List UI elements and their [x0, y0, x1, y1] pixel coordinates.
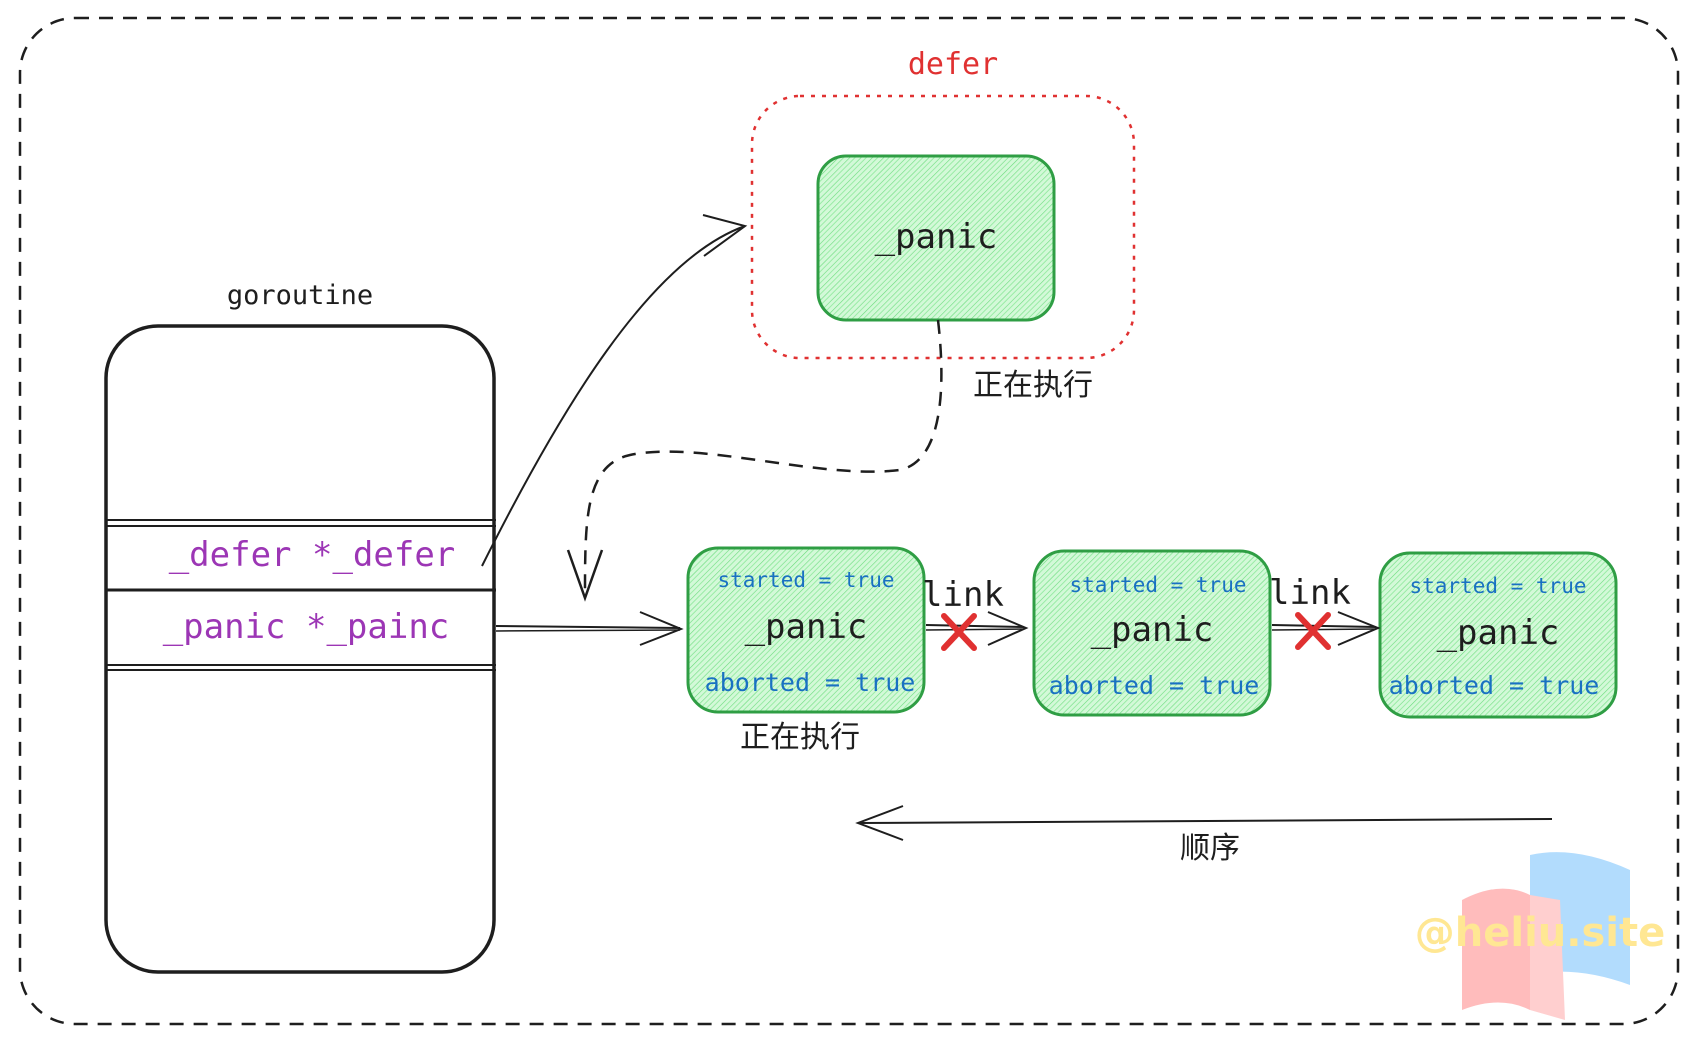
- defer-group-frame: [750, 94, 1136, 360]
- order-arrow: [857, 818, 1553, 824]
- defer-panic-label: _panic: [875, 217, 998, 257]
- panic-pointer-arrow-shadow: [495, 629, 681, 632]
- flow-dashed-arrow: [583, 319, 943, 596]
- defer-group-title: defer: [908, 47, 998, 82]
- defer-field: _defer *_defer: [169, 535, 456, 575]
- panic-node-label: _panic: [1091, 610, 1214, 650]
- aborted-flag: aborted = true: [1389, 671, 1600, 700]
- link-arrow-2: link: [1269, 573, 1381, 650]
- panic-field: _panic *_painc: [163, 607, 450, 647]
- defer-status-label: 正在执行: [973, 368, 1093, 403]
- watermark-logo: @heliu.site: [1415, 852, 1665, 1020]
- cross-icon: [1295, 612, 1331, 650]
- link-arrow-1: link: [922, 575, 1029, 651]
- outer-frame: [18, 16, 1680, 1026]
- panic-node-label: _panic: [745, 607, 868, 647]
- watermark-text: @heliu.site: [1415, 910, 1665, 956]
- panic-node-2: started = true _panic aborted = true: [1032, 549, 1272, 717]
- aborted-flag: aborted = true: [705, 668, 916, 697]
- started-flag: started = true: [1409, 574, 1586, 598]
- started-flag: started = true: [1069, 573, 1246, 597]
- panic-node-1: started = true _panic aborted = true: [686, 546, 926, 714]
- order-arrowhead: [855, 805, 904, 841]
- aborted-flag: aborted = true: [1049, 671, 1260, 700]
- flow-dashed-arrowhead: [566, 549, 604, 602]
- started-flag: started = true: [717, 568, 894, 592]
- defer-pointer-arrow: [481, 225, 746, 567]
- panic-pointer-arrowhead: [639, 611, 684, 646]
- defer-panic-node: [816, 154, 1056, 322]
- link-label: link: [922, 575, 1004, 615]
- panic-node-3: started = true _panic aborted = true: [1378, 551, 1618, 719]
- panic-node-label: _panic: [1437, 613, 1560, 653]
- cross-icon: [941, 613, 977, 651]
- link-label: link: [1269, 573, 1351, 613]
- defer-pointer-arrowhead: [702, 214, 748, 257]
- panic-pointer-arrow: [495, 625, 681, 629]
- goroutine-box: [104, 324, 496, 974]
- goroutine-title: goroutine: [227, 280, 373, 311]
- order-label: 顺序: [1180, 831, 1240, 866]
- chain-status-label: 正在执行: [740, 720, 860, 755]
